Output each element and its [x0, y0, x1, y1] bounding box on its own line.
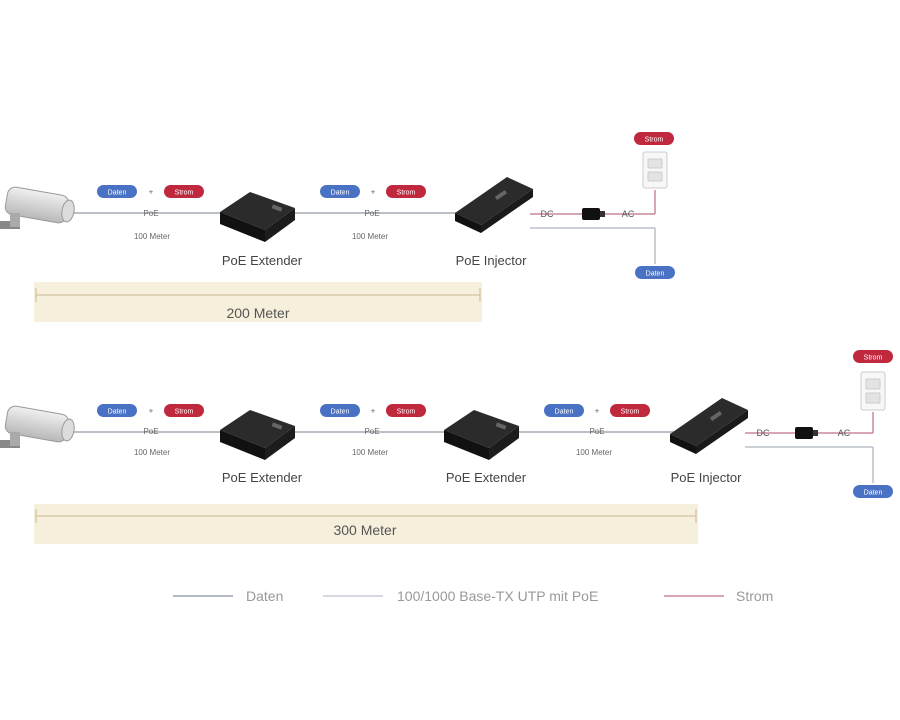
ac-label: AC: [622, 209, 635, 219]
distance-label: 200 Meter: [226, 305, 289, 321]
data-pill-label: Daten: [331, 190, 350, 197]
wall-outlet-icon: [860, 371, 886, 411]
length-label: 100 Meter: [134, 448, 170, 457]
extender-icon: [444, 410, 519, 460]
data-pill-label: Daten: [108, 409, 127, 416]
power-pill-label: Strom: [864, 355, 883, 362]
power-adapter-icon: [582, 208, 605, 220]
row-1: 200 Meter Daten + Strom PoE 100 Meter: [0, 132, 675, 322]
length-label: 100 Meter: [576, 448, 612, 457]
row-2: 300 Meter Daten + Strom PoE 100 Meter: [0, 350, 893, 544]
data-pill-label: Daten: [555, 409, 574, 416]
data-pill: [853, 485, 893, 498]
data-pill: [97, 404, 137, 417]
data-pill: [544, 404, 584, 417]
power-pill: [386, 404, 426, 417]
power-pill: [386, 185, 426, 198]
power-pill: [853, 350, 893, 363]
power-pill: [610, 404, 650, 417]
extender-icon: [220, 192, 295, 242]
extender-label: PoE Extender: [222, 253, 303, 268]
camera-icon: [0, 405, 75, 448]
distance-label: 300 Meter: [333, 522, 396, 538]
data-pill: [320, 185, 360, 198]
distance-bar: [34, 282, 482, 322]
data-pill-label: Daten: [108, 190, 127, 197]
data-pill-label: Daten: [864, 490, 883, 497]
wall-outlet-icon: [642, 151, 668, 189]
injector-icon: [455, 177, 533, 233]
plus-sign: +: [371, 188, 376, 197]
power-pill-label: Strom: [645, 137, 664, 144]
plus-sign: +: [149, 188, 154, 197]
power-pill-label: Strom: [175, 409, 194, 416]
legend-poe-label: 100/1000 Base-TX UTP mit PoE: [397, 588, 598, 604]
plus-sign: +: [149, 407, 154, 416]
injector-label: PoE Injector: [671, 470, 742, 485]
camera-icon: [0, 186, 75, 229]
length-label: 100 Meter: [134, 232, 170, 241]
power-pill-label: Strom: [621, 409, 640, 416]
legend-power-label: Strom: [736, 588, 773, 604]
injector-label: PoE Injector: [456, 253, 527, 268]
data-pill: [320, 404, 360, 417]
power-pill-label: Strom: [397, 190, 416, 197]
data-pill-label: Daten: [646, 271, 665, 278]
poe-label: PoE: [143, 427, 158, 436]
power-pill-label: Strom: [397, 409, 416, 416]
power-adapter-icon: [795, 427, 818, 439]
poe-label: PoE: [364, 209, 379, 218]
ac-label: AC: [838, 428, 851, 438]
legend-data-label: Daten: [246, 588, 283, 604]
data-pill: [97, 185, 137, 198]
power-pill: [164, 185, 204, 198]
poe-label: PoE: [143, 209, 158, 218]
injector-icon: [670, 398, 748, 454]
distance-bar: [34, 504, 698, 544]
legend: Daten 100/1000 Base-TX UTP mit PoE Strom: [173, 588, 773, 604]
data-pill: [635, 266, 675, 279]
poe-label: PoE: [364, 427, 379, 436]
data-pill-label: Daten: [331, 409, 350, 416]
poe-label: PoE: [589, 427, 604, 436]
extender-icon: [220, 410, 295, 460]
power-pill: [634, 132, 674, 145]
length-label: 100 Meter: [352, 232, 388, 241]
power-pill-label: Strom: [175, 190, 194, 197]
power-pill: [164, 404, 204, 417]
extender-label: PoE Extender: [222, 470, 303, 485]
plus-sign: +: [595, 407, 600, 416]
dc-label: DC: [541, 209, 554, 219]
dc-label: DC: [757, 428, 770, 438]
length-label: 100 Meter: [352, 448, 388, 457]
plus-sign: +: [371, 407, 376, 416]
extender-label: PoE Extender: [446, 470, 527, 485]
